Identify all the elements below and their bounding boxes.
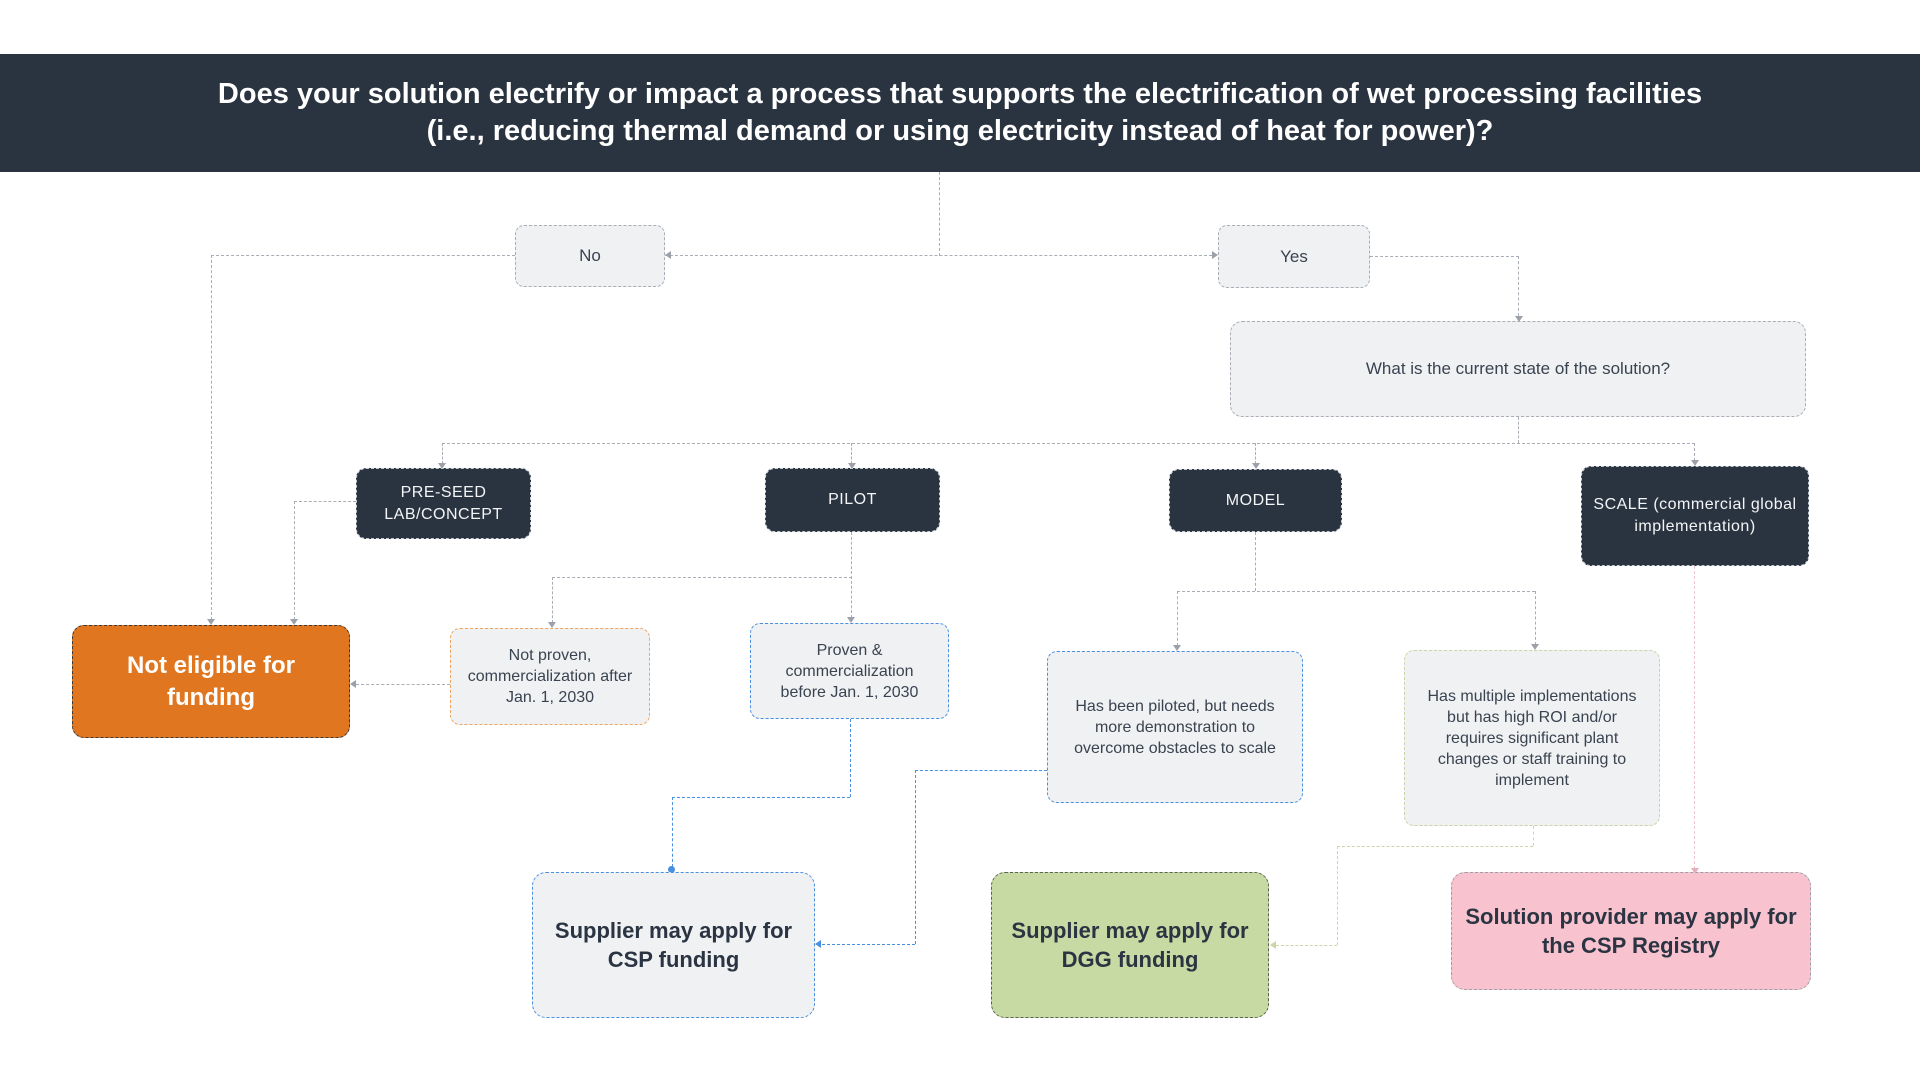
connector-scale-to-registry: [1694, 566, 1695, 869]
connector-drop-pilot: [851, 443, 852, 464]
connector-state-down: [1518, 417, 1519, 443]
connector-no-down: [211, 255, 212, 620]
connector-drop-model: [1255, 443, 1256, 464]
connector-model-split: [1177, 591, 1535, 592]
node-dgg-funding: Supplier may apply for DGG funding: [991, 872, 1269, 1018]
connector-piloted-down: [915, 770, 916, 944]
connector-multiple-down2: [1337, 846, 1338, 945]
connector-yes-right: [1370, 256, 1519, 257]
arrow-into-model-icon: [1252, 463, 1260, 469]
arrow-notproven-into-noteligible-icon: [350, 680, 356, 688]
connector-to-not-proven: [552, 577, 553, 623]
arrow-into-pilot-icon: [848, 463, 856, 469]
arrow-into-multiple-icon: [1531, 644, 1539, 650]
arrow-into-notproven-icon: [548, 622, 556, 628]
connector-notproven-to-noteligible: [356, 684, 450, 685]
arrow-piloted-into-csp-icon: [815, 940, 821, 948]
connector-to-piloted: [1177, 591, 1178, 646]
connector-no-left: [211, 255, 515, 256]
node-piloted: Has been piloted, but needs more demonst…: [1047, 651, 1303, 803]
connector-multiple-to-dgg: [1276, 945, 1337, 946]
node-no: No: [515, 225, 665, 287]
connector-multiple-left: [1337, 846, 1533, 847]
arrow-into-piloted-icon: [1173, 645, 1181, 651]
node-stage-scale: SCALE (commercial global implementation): [1581, 466, 1809, 566]
node-proven: Proven & commercialization before Jan. 1…: [750, 623, 949, 719]
header-question-line1: Does your solution electrify or impact a…: [217, 78, 1703, 110]
arrow-scale-into-registry-icon: [1691, 868, 1699, 874]
arrow-into-preseed-icon: [438, 463, 446, 469]
connector-to-multiple: [1535, 591, 1536, 645]
header-question-line2: (i.e., reducing thermal demand or using …: [426, 115, 1494, 147]
connector-preseed-left: [294, 501, 356, 502]
node-csp-registry: Solution provider may apply for the CSP …: [1451, 872, 1811, 990]
arrow-no-into-noteligible-icon: [207, 619, 215, 625]
arrow-into-yes-icon: [1212, 251, 1218, 259]
connector-pilot-down: [851, 532, 852, 618]
connector-proven-to-csp: [672, 797, 673, 867]
node-multiple-implementations: Has multiple implementations but has hig…: [1404, 650, 1660, 826]
arrow-into-scale-icon: [1691, 460, 1699, 466]
header-question-banner: Does your solution electrify or impact a…: [0, 54, 1920, 172]
connector-drop-preseed: [442, 443, 443, 464]
connector-proven-left: [672, 797, 850, 798]
arrow-into-no-icon: [665, 251, 671, 259]
connector-preseed-down: [294, 501, 295, 620]
connector-multiple-down: [1533, 826, 1534, 846]
connector-pilot-split: [552, 577, 852, 578]
connector-no-yes: [665, 255, 1212, 256]
node-csp-funding: Supplier may apply for CSP funding: [532, 872, 815, 1018]
connector-piloted-left: [915, 770, 1047, 771]
connector-piloted-to-csp: [822, 944, 915, 945]
node-stage-model: MODEL: [1169, 469, 1342, 532]
connector-to-state-question: [1518, 256, 1519, 316]
arrow-multiple-into-dgg-icon: [1270, 941, 1276, 949]
arrow-preseed-into-noteligible-icon: [290, 619, 298, 625]
node-yes: Yes: [1218, 225, 1370, 288]
connector-header-down: [939, 172, 940, 256]
connector-drop-scale: [1694, 443, 1695, 461]
node-stage-pilot: PILOT: [765, 468, 940, 532]
node-not-eligible: Not eligible for funding: [72, 625, 350, 738]
dot-proven-into-csp-icon: [668, 866, 675, 873]
node-not-proven: Not proven, commercialization after Jan.…: [450, 628, 650, 725]
arrow-into-proven-icon: [847, 617, 855, 623]
arrow-into-state-question-icon: [1515, 316, 1523, 322]
connector-model-down: [1255, 532, 1256, 591]
node-stage-preseed: PRE-SEED LAB/CONCEPT: [356, 468, 531, 539]
connector-proven-down: [850, 719, 851, 797]
connector-stage-distribution: [442, 443, 1695, 444]
node-state-question: What is the current state of the solutio…: [1230, 321, 1806, 417]
